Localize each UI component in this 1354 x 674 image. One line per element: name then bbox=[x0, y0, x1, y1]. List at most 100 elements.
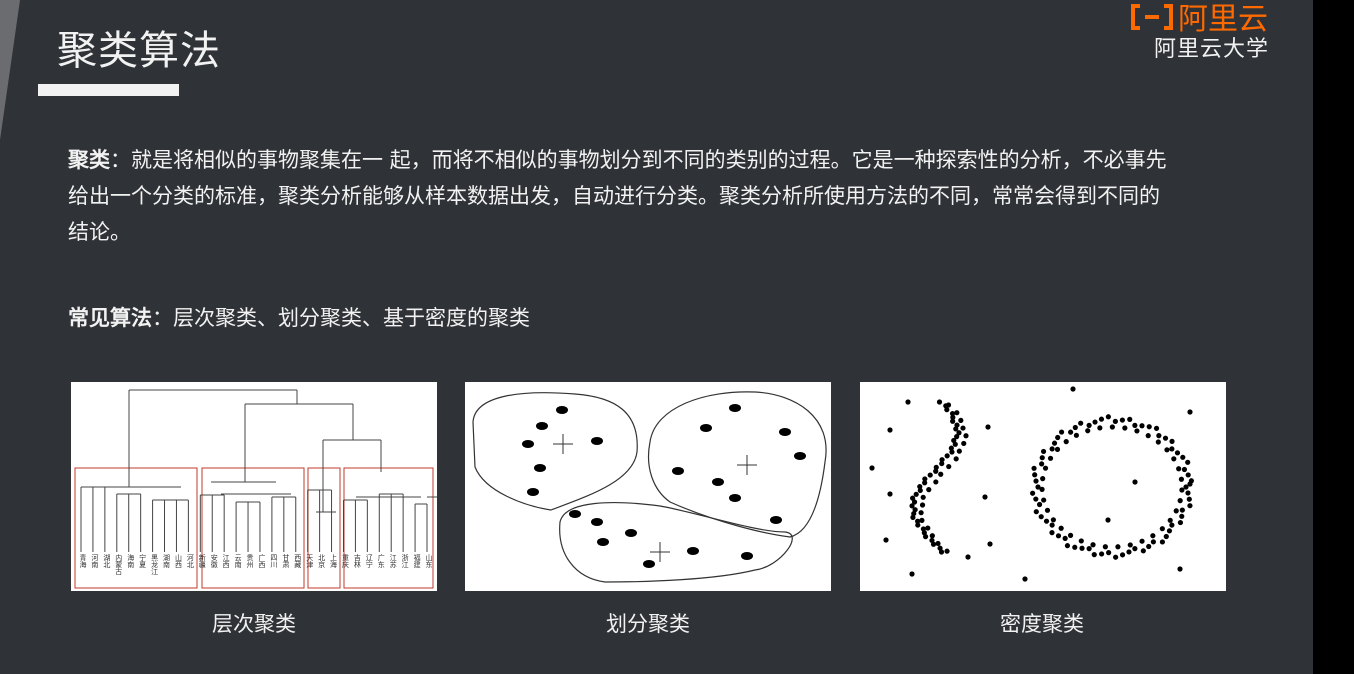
definition-paragraph: 聚类：就是将相似的事物聚集在一 起，而将不相似的事物划分到不同的类别的过程。它是… bbox=[68, 142, 1178, 250]
leaf-label: 河南 bbox=[91, 554, 99, 568]
data-point bbox=[1127, 416, 1133, 422]
algorithms-text: 层次聚类、划分聚类、基于密度的聚类 bbox=[173, 306, 530, 330]
data-point bbox=[952, 441, 958, 447]
data-point bbox=[944, 548, 950, 554]
leaf-label: 江西 bbox=[222, 554, 230, 569]
leaf-label: 河北 bbox=[186, 554, 194, 569]
data-point bbox=[944, 453, 950, 459]
data-point bbox=[1155, 439, 1161, 445]
leaf-label: 天津 bbox=[306, 554, 314, 569]
data-point bbox=[965, 554, 971, 560]
data-point bbox=[1185, 459, 1191, 465]
data-point bbox=[1039, 486, 1045, 492]
data-point bbox=[527, 488, 539, 496]
data-point bbox=[643, 560, 655, 568]
brand-logo: 阿里云 阿里云大学 bbox=[1130, 0, 1290, 62]
data-point bbox=[536, 422, 548, 430]
data-point bbox=[909, 503, 915, 509]
figure-caption: 层次聚类 bbox=[212, 612, 296, 636]
data-point bbox=[1092, 419, 1098, 425]
data-point bbox=[909, 571, 915, 577]
data-point bbox=[794, 452, 806, 460]
data-point bbox=[926, 487, 932, 493]
data-point bbox=[960, 425, 966, 431]
leaf-label: 宁夏 bbox=[139, 553, 147, 568]
data-point bbox=[1098, 416, 1105, 422]
algorithms-line: 常见算法：层次聚类、划分聚类、基于密度的聚类 bbox=[68, 300, 530, 336]
cluster-box bbox=[307, 467, 341, 589]
data-point bbox=[920, 494, 926, 500]
leaf-label: 北京 bbox=[318, 554, 326, 569]
cluster-box bbox=[343, 467, 434, 589]
algorithms-term: 常见算法 bbox=[68, 306, 152, 330]
data-point bbox=[1145, 433, 1151, 439]
data-point bbox=[1063, 439, 1069, 445]
data-point bbox=[1078, 538, 1084, 544]
data-point bbox=[1033, 478, 1039, 484]
leaf-label: 内蒙古 bbox=[115, 553, 123, 576]
data-point bbox=[1054, 446, 1061, 452]
data-point bbox=[1166, 528, 1173, 534]
data-point bbox=[956, 448, 962, 454]
data-point bbox=[922, 476, 928, 482]
data-point bbox=[1113, 554, 1119, 560]
data-point bbox=[905, 399, 911, 405]
slide: 聚类算法 阿里云 阿里云大学 聚类：就是将相似的事物聚集在一 起，而将不相似的事… bbox=[0, 0, 1313, 674]
cluster-box bbox=[74, 467, 198, 589]
leaf-label: 重庆 bbox=[341, 554, 349, 569]
data-point bbox=[933, 479, 939, 485]
leaf-label: 吉林 bbox=[353, 554, 361, 569]
data-point bbox=[1073, 432, 1080, 438]
leaf-label: 黑龙江 bbox=[151, 554, 159, 576]
cluster-box bbox=[201, 467, 305, 589]
data-point bbox=[917, 484, 923, 490]
data-point bbox=[918, 510, 924, 516]
data-point bbox=[954, 410, 960, 416]
data-point bbox=[1031, 465, 1037, 471]
data-point bbox=[1039, 455, 1045, 461]
data-point bbox=[911, 499, 918, 505]
partition-diagram bbox=[472, 391, 827, 583]
data-point bbox=[1072, 544, 1078, 550]
data-point bbox=[1162, 435, 1169, 441]
data-point bbox=[1122, 425, 1128, 431]
data-point bbox=[1146, 543, 1152, 550]
data-point bbox=[1105, 414, 1111, 420]
data-point bbox=[1109, 424, 1115, 430]
data-point bbox=[1132, 546, 1138, 552]
data-point bbox=[1099, 551, 1105, 557]
data-point bbox=[672, 467, 684, 475]
data-point bbox=[1127, 542, 1133, 548]
logo-sub-text: 阿里云大学 bbox=[1154, 37, 1270, 62]
data-point bbox=[958, 417, 964, 423]
data-point bbox=[963, 433, 969, 439]
data-point bbox=[1038, 514, 1044, 520]
data-point bbox=[1044, 507, 1051, 513]
data-point bbox=[1185, 490, 1191, 496]
leaf-label: 四川 bbox=[270, 554, 278, 568]
data-point bbox=[1150, 539, 1156, 545]
data-point bbox=[925, 525, 931, 531]
data-point bbox=[1049, 522, 1055, 528]
data-point bbox=[961, 440, 967, 447]
centroid-marker bbox=[650, 542, 670, 562]
leaf-label: 贵州 bbox=[246, 553, 254, 568]
data-point bbox=[949, 449, 955, 455]
data-point bbox=[985, 424, 991, 430]
data-point bbox=[948, 445, 954, 451]
data-point bbox=[591, 437, 603, 445]
data-point bbox=[1105, 517, 1111, 523]
data-point bbox=[1079, 545, 1085, 551]
data-point bbox=[1187, 481, 1193, 487]
data-point bbox=[591, 518, 603, 526]
data-point bbox=[729, 404, 741, 412]
leaf-label: 江苏 bbox=[389, 554, 397, 569]
data-point bbox=[1178, 476, 1185, 482]
partition-clustering-figure bbox=[465, 382, 831, 591]
data-point bbox=[1169, 522, 1175, 528]
data-point bbox=[987, 541, 993, 547]
data-point bbox=[1033, 509, 1039, 515]
data-point bbox=[913, 491, 919, 497]
data-point bbox=[1064, 543, 1071, 549]
data-point bbox=[950, 418, 956, 424]
